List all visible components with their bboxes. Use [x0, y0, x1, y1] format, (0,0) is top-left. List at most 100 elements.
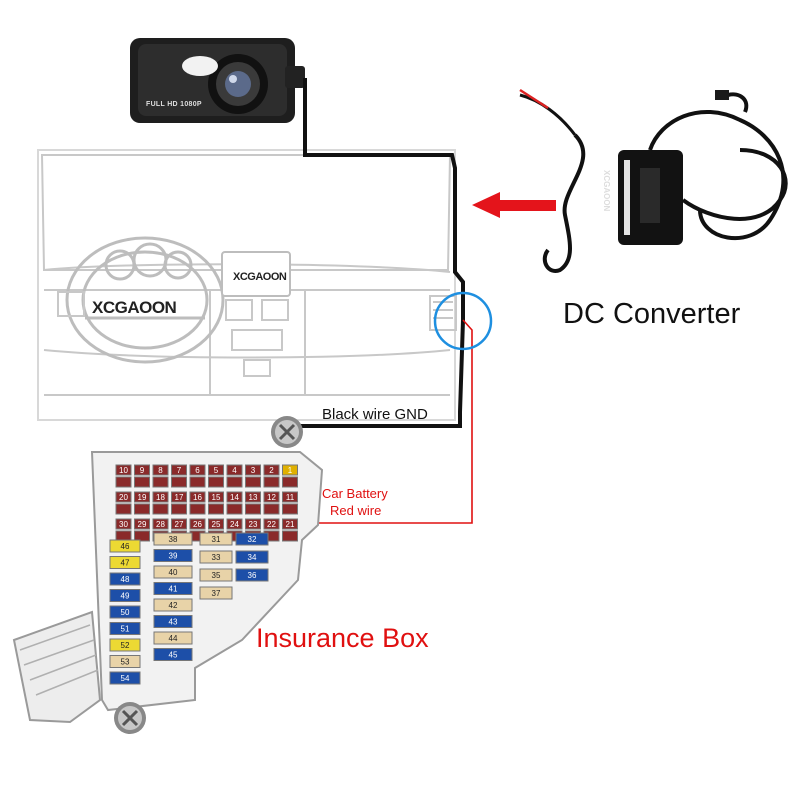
dc-converter-label: DC Converter: [563, 298, 741, 330]
fuse-2-lower: [263, 476, 280, 488]
fuse-4: [226, 464, 243, 476]
fuse-14-lower: [226, 503, 243, 515]
fuse-10-label: 10: [119, 466, 128, 475]
fuse-39: [153, 549, 193, 562]
fuse-34: [235, 550, 269, 564]
fuse-37: [199, 586, 233, 600]
fuse-36-label: 36: [248, 571, 257, 580]
fuse-43: [153, 615, 193, 628]
fuse-5-label: 5: [214, 466, 219, 475]
top-screw: [271, 416, 303, 448]
fuse-8: [152, 464, 169, 476]
fuse-18-lower: [152, 503, 169, 515]
fuse-27-label: 27: [175, 520, 184, 529]
fuse-51: [109, 622, 141, 635]
fuse-19-lower: [134, 503, 150, 515]
fuse-21-lower: [282, 530, 298, 542]
fuse-3-lower: [245, 476, 261, 488]
fuse-11: [282, 491, 298, 503]
steering-wheel: [65, 236, 225, 364]
fuse-6: [189, 464, 206, 476]
fuse-31: [199, 532, 233, 546]
fuse-46: [109, 539, 141, 553]
fuse-22: [263, 518, 280, 530]
fuse-12-lower: [263, 503, 280, 515]
fuse-44: [153, 631, 193, 645]
fuse-42-label: 42: [169, 601, 178, 610]
fuse-4-label: 4: [232, 466, 237, 475]
fuse-39-label: 39: [169, 552, 178, 561]
fuse-35-label: 35: [212, 571, 221, 580]
red-wire: [300, 319, 473, 524]
fuse-11-label: 11: [286, 493, 295, 502]
fuse-31-label: 31: [212, 535, 221, 544]
fuse-13-lower: [245, 503, 261, 515]
fuse-52: [109, 638, 141, 652]
fuse-45: [153, 648, 193, 661]
fuse-20-label: 20: [119, 493, 128, 502]
fuse-54: [109, 671, 141, 685]
dc-converter: [519, 88, 788, 273]
fuse-18: [152, 491, 169, 503]
camera-screen-label: FULL HD 1080P: [146, 101, 202, 108]
fuse-33: [199, 550, 233, 564]
fuse-28-label: 28: [156, 520, 165, 529]
fuse-13-label: 13: [249, 493, 258, 502]
fuse-24-label: 24: [230, 520, 239, 529]
fuse-9-lower: [134, 476, 150, 488]
fuse-40: [153, 565, 193, 579]
fuse-27: [171, 518, 187, 530]
fuse-29: [134, 518, 150, 530]
fuse-29-lower: [134, 530, 150, 542]
fuse-7: [171, 464, 187, 476]
fuse-8-label: 8: [158, 466, 163, 475]
fuse-45-label: 45: [169, 651, 178, 660]
fuse-28: [152, 518, 169, 530]
fuse-5-lower: [208, 476, 224, 488]
fuse-26-label: 26: [193, 520, 202, 529]
fuse-14: [226, 491, 243, 503]
fuse-12-label: 12: [267, 493, 276, 502]
fuse-36: [235, 568, 269, 582]
fuse-25: [208, 518, 224, 530]
fuse-46-label: 46: [121, 542, 130, 551]
fuse-23-label: 23: [249, 520, 258, 529]
fuse-32: [235, 532, 269, 546]
fuse-20: [115, 491, 132, 503]
fuse-6-label: 6: [195, 466, 200, 475]
insurance-box-label: Insurance Box: [256, 623, 429, 653]
fuse-16-label: 16: [193, 493, 202, 502]
fuse-50: [109, 605, 141, 619]
fuse-44-label: 44: [169, 634, 178, 643]
fuse-49-label: 49: [121, 592, 130, 601]
car-battery-label: Car Battery: [322, 486, 388, 501]
fuse-17-lower: [171, 503, 187, 515]
fuse-13: [245, 491, 261, 503]
fuse-47: [109, 556, 141, 569]
fuse-47-label: 47: [121, 559, 130, 568]
fuse-21: [282, 518, 298, 530]
black-wire-label: Black wire GND: [322, 406, 428, 423]
fuse-15-label: 15: [212, 493, 221, 502]
fuse-15: [208, 491, 224, 503]
fuse-50-label: 50: [121, 608, 130, 617]
fuse-54-label: 54: [121, 674, 130, 683]
fuse-24: [226, 518, 243, 530]
red-wire-label: Red wire: [330, 503, 382, 518]
fuse-52-label: 52: [121, 641, 130, 650]
fuse-38-label: 38: [169, 535, 178, 544]
fuse-26: [189, 518, 206, 530]
bottom-screw: [114, 702, 146, 734]
dashcam: [130, 38, 305, 123]
fuse-22-label: 22: [267, 520, 276, 529]
fuse-19-label: 19: [138, 493, 147, 502]
fuse-42: [153, 598, 193, 612]
fuse-48: [109, 572, 141, 586]
fuse-23: [245, 518, 261, 530]
fuse-1: [282, 464, 298, 476]
red-arrow: [472, 192, 556, 218]
fuse-16: [189, 491, 206, 503]
